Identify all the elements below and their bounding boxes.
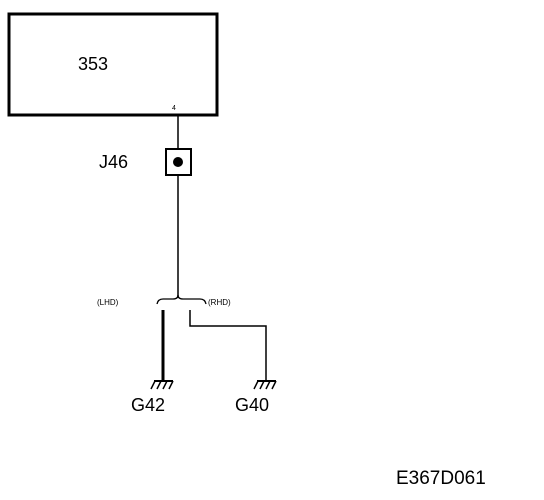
component-box bbox=[7, 12, 219, 117]
split-brace-icon bbox=[156, 294, 207, 305]
lhd-label: (LHD) bbox=[97, 298, 119, 307]
splice-dot-icon bbox=[173, 157, 183, 167]
ground-g40: G40 bbox=[235, 380, 277, 415]
ground-label-g42: G42 bbox=[131, 395, 165, 415]
rhd-label: (RHD) bbox=[208, 298, 231, 307]
connector-label: J46 bbox=[99, 152, 128, 172]
pin-number: 4 bbox=[172, 105, 176, 112]
component-label: 353 bbox=[78, 54, 108, 74]
ground-g42: G42 bbox=[131, 380, 174, 415]
connector-j46: J46 bbox=[99, 148, 192, 176]
reference-code: E367D061 bbox=[396, 468, 486, 489]
ground-symbol-icon bbox=[150, 380, 174, 390]
wire-rhd bbox=[189, 310, 267, 380]
ground-label-g40: G40 bbox=[235, 395, 269, 415]
component-353: 353 4 bbox=[7, 12, 219, 117]
ground-symbol-icon bbox=[253, 380, 277, 390]
